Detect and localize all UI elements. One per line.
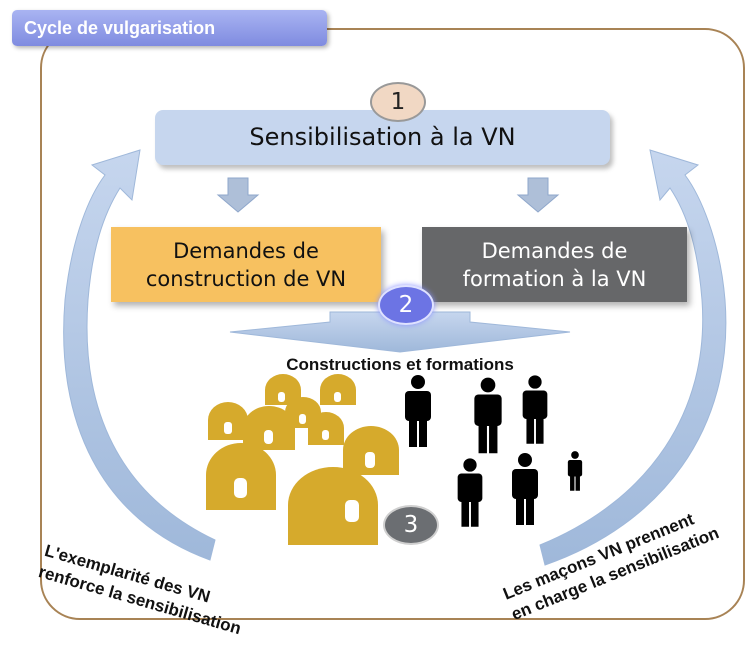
- left-curved-arrow: [63, 149, 216, 561]
- down-arrow-right: [516, 177, 560, 213]
- constructions-label: Constructions et formations: [286, 355, 514, 374]
- construction-demand-box: Demandes de construction de VN: [111, 227, 381, 302]
- diagram-title: Cycle de vulgarisation: [12, 10, 327, 46]
- cycle-frame: [40, 28, 745, 620]
- formation-line2: formation à la VN: [462, 266, 647, 291]
- right-curved-arrow: [539, 149, 727, 566]
- house-icon: [320, 374, 356, 405]
- person-icon: [405, 375, 431, 447]
- down-arrow-left: [216, 177, 260, 213]
- sensibilisation-box: Sensibilisation à la VN: [155, 110, 610, 165]
- house-icon: [308, 412, 344, 445]
- diagram-graphics: [63, 149, 727, 566]
- house-icon: [343, 426, 399, 475]
- converging-arrow: [229, 311, 571, 353]
- person-icon: [512, 453, 538, 525]
- construction-line2: construction de VN: [145, 266, 347, 291]
- people-group: [405, 375, 583, 527]
- person-icon: [474, 377, 502, 454]
- construction-line1: Demandes de: [173, 238, 319, 263]
- houses-group: [206, 374, 399, 545]
- house-icon: [206, 443, 276, 510]
- step-badge-1: 1: [370, 82, 426, 122]
- person-icon: [567, 451, 583, 491]
- formation-demand-box: Demandes de formation à la VN: [422, 227, 687, 302]
- step-badge-2: 2: [378, 285, 434, 325]
- person-icon: [457, 458, 483, 527]
- house-icon: [265, 374, 301, 405]
- house-icon: [208, 402, 248, 440]
- house-icon: [243, 406, 295, 450]
- person-icon: [522, 375, 548, 444]
- house-icon: [288, 467, 378, 545]
- formation-line1: Demandes de: [481, 238, 628, 263]
- step-badge-3: 3: [383, 505, 439, 545]
